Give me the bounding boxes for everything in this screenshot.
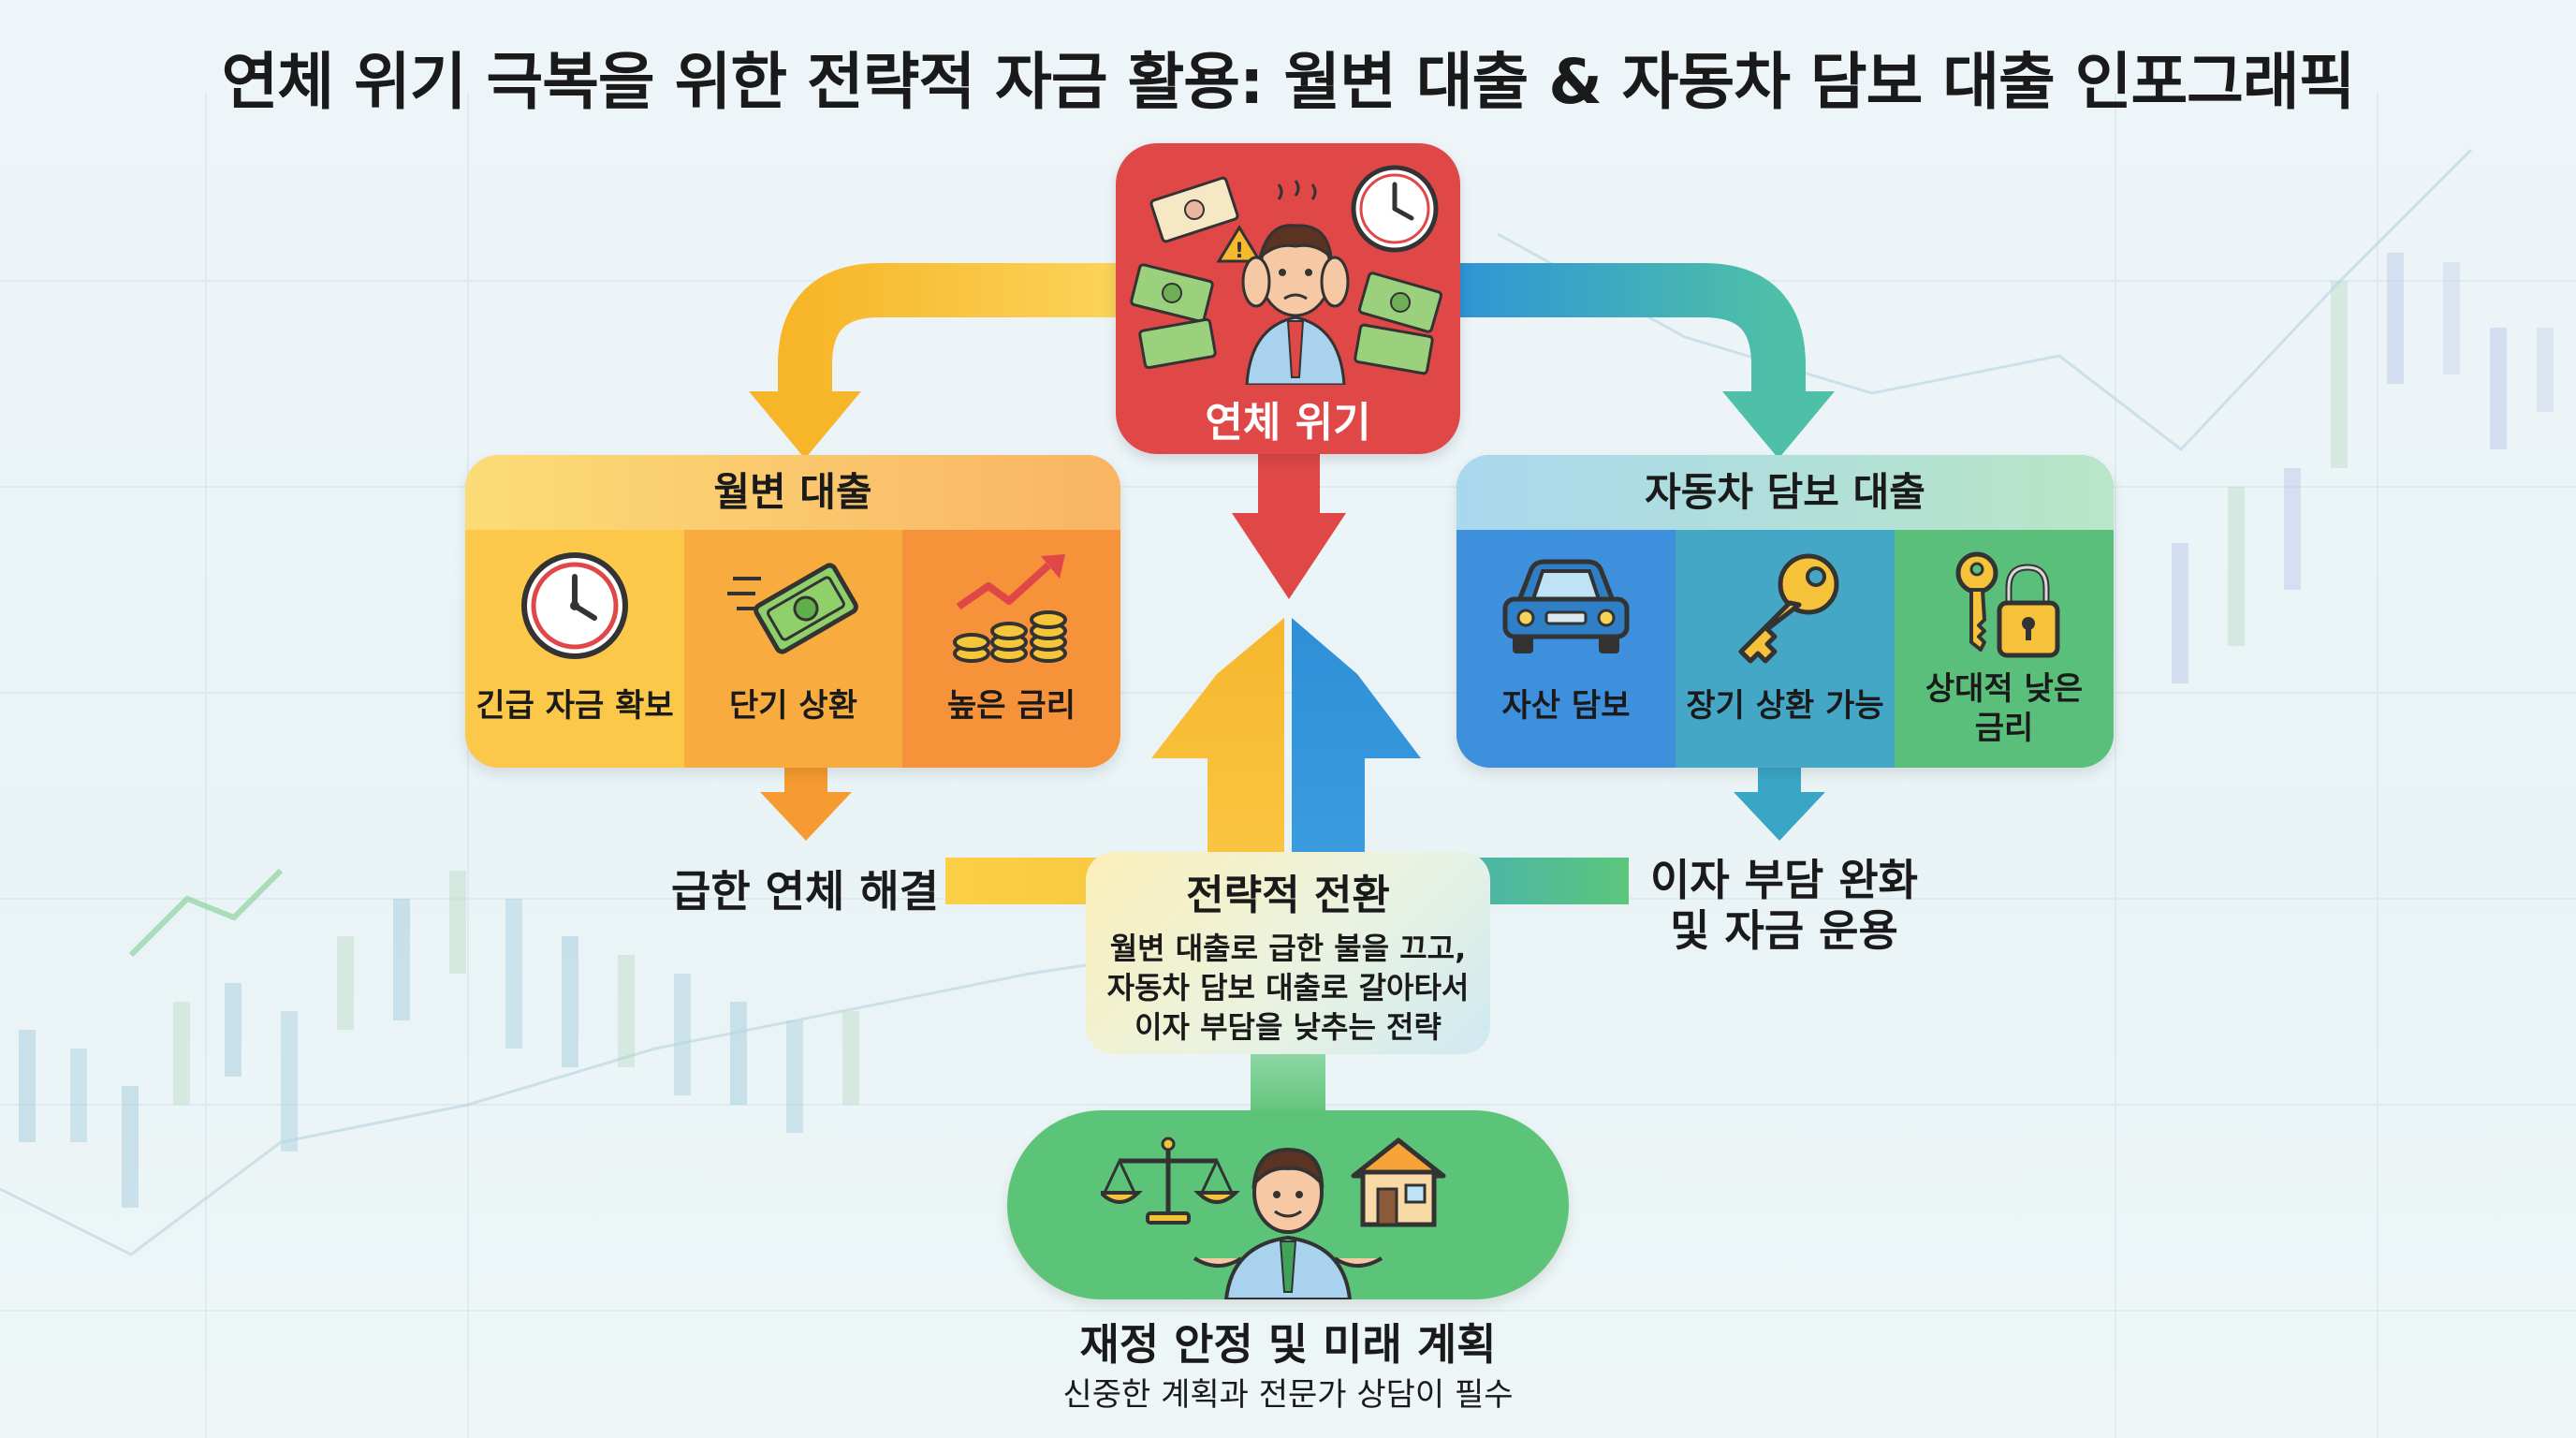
monthly-loan-result: 급한 연체 해결 [671,866,939,917]
clock-icon [521,552,628,659]
strategy-text-line: 월변 대출로 급한 불을 끄고, [1109,931,1467,966]
monthly-loan-panel: 월변 대출 긴급 자금 확보 단기 상환 [465,455,1120,768]
page-title: 연체 위기 극복을 위한 전략적 자금 활용: 월변 대출 & 자동차 담보 대… [221,46,2356,118]
car-loan-item-label: 금리 [1974,710,2034,747]
warning-icon [1216,225,1263,263]
balance-scale-icon [1101,1137,1240,1225]
car-loan-item: 상대적 낮은 금리 [1895,530,2114,768]
house-icon [1351,1137,1446,1227]
strategy-text-line: 자동차 담보 대출로 갈아타서 [1106,970,1470,1005]
crisis-box: ! 연체 위기 [1116,143,1460,454]
strategy-text-line: 이자 부담을 낮추는 전략 [1134,1009,1442,1045]
car-icon [1502,559,1630,653]
monthly-loan-item-label: 긴급 자금 확보 [476,687,674,725]
key-icon [1738,553,1839,664]
monthly-loan-item-label: 단기 상환 [729,687,857,725]
monthly-loan-item: 단기 상환 [684,530,902,768]
monthly-loan-item-label: 높은 금리 [947,687,1076,725]
car-loan-item: 장기 상환 가능 [1676,530,1895,768]
future-title: 재정 안정 및 미래 계획 [1079,1319,1497,1370]
crisis-label: 연체 위기 [1205,399,1371,447]
rising-coins-icon [953,554,1067,663]
clock-icon [1351,165,1439,253]
fast-money-icon [727,563,858,654]
money-bill-icon [1130,176,1443,375]
arrow-head-left [749,391,861,459]
svg-text:!: ! [1235,240,1244,263]
car-loan-item: 자산 담보 [1456,530,1676,768]
car-loan-result: 및 자금 운용 [1670,905,1898,956]
stressed-person-icon: ! [1130,165,1443,385]
strategy-title: 전략적 전환 [1186,872,1390,919]
monthly-loan-item: 높은 금리 [902,530,1120,768]
arrow-head-right [1722,391,1835,459]
key-lock-icon [1955,551,2060,658]
future-plan-box [1007,1110,1569,1299]
car-loan-title: 자동차 담보 대출 [1456,455,2114,530]
strategy-box: 전략적 전환 월변 대출로 급한 불을 끄고, 자동차 담보 대출로 갈아타서 … [1086,852,1490,1054]
car-loan-item-label: 상대적 낮은 [1925,670,2084,708]
car-loan-panel: 자동차 담보 대출 자산 담보 장기 상환 가능 [1456,455,2114,768]
car-loan-result: 이자 부담 완화 [1650,855,1918,905]
monthly-loan-item: 긴급 자금 확보 [465,530,684,768]
arrow-head-center-down [1232,513,1346,599]
advisor-person-icon [1101,1137,1446,1299]
monthly-loan-title: 월변 대출 [465,455,1120,530]
future-subtitle: 신중한 계획과 전문가 상담이 필수 [1062,1376,1514,1414]
car-loan-item-label: 자산 담보 [1501,687,1631,725]
car-loan-item-label: 장기 상환 가능 [1686,687,1884,725]
